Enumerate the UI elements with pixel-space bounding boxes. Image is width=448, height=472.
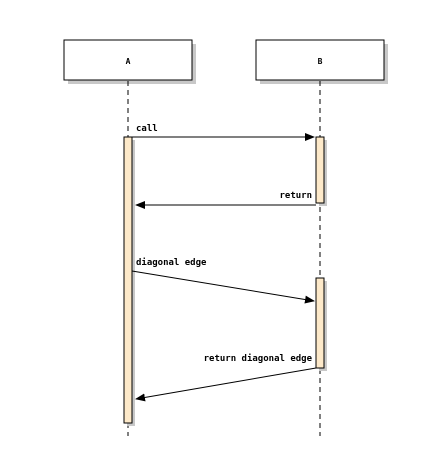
actor-b-box	[255, 39, 385, 81]
actor-a-box	[63, 39, 193, 81]
actor-a[interactable]: A	[63, 39, 196, 84]
activation-b2	[315, 277, 325, 369]
message-diagonal-edge-arrow[interactable]	[131, 270, 315, 304]
message-diagonal-edge-label: diagonal edge	[136, 257, 207, 268]
activation-b1	[315, 136, 325, 204]
actor-b-label: B	[318, 57, 323, 66]
message-call-label: call	[136, 124, 158, 134]
message-return-label: return	[279, 191, 312, 201]
actor-b[interactable]: B	[255, 39, 388, 84]
message-return-diagonal-edge-arrow[interactable]	[135, 367, 317, 402]
message-return-diagonal-edge-label: return diagonal edge	[204, 353, 313, 364]
actor-a-label: A	[126, 57, 131, 66]
activation-a	[123, 136, 133, 424]
